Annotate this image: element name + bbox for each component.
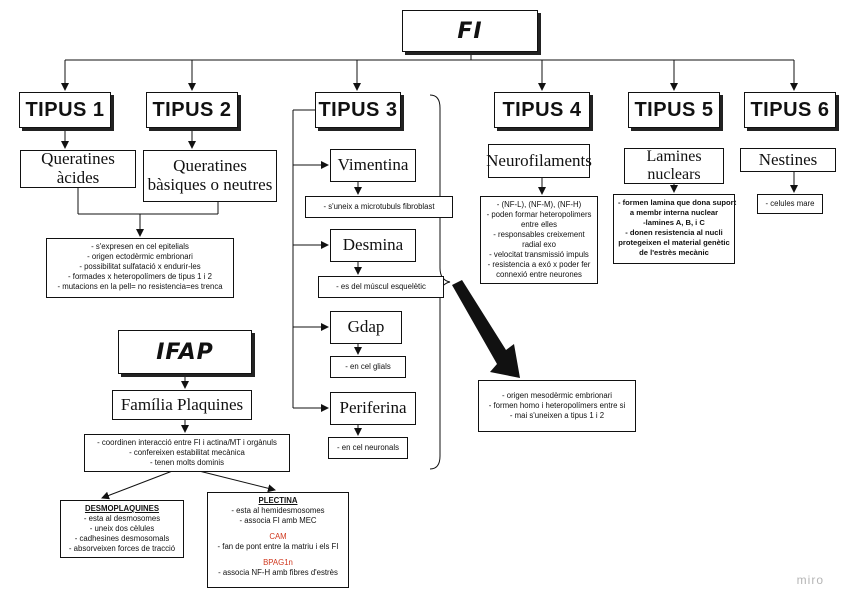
note-line: protegeixen el material genètic	[618, 238, 730, 247]
gdap-box[interactable]: Gdap	[330, 311, 402, 344]
note-line: - cadhesines desmosomals	[74, 534, 170, 543]
queratines-basiques-box[interactable]: Queratines bàsiques o neutres	[143, 150, 277, 202]
desmoplaquines-box[interactable]: DESMOPLAQUINES - esta al desmosomes - un…	[60, 500, 184, 558]
tipus-3-box[interactable]: TIPUS 3	[315, 92, 401, 128]
note-line: - coordinen interacció entre FI i actina…	[97, 438, 277, 447]
note-line: - uneix dos cèlules	[89, 524, 155, 533]
note-line: - confereixen estabilitat mecànica	[129, 448, 245, 457]
tipus-1-box[interactable]: TIPUS 1	[19, 92, 111, 128]
ifap-title: IFAP	[156, 339, 214, 365]
vimentina-note: - s'uneix a microtubuls fibroblast	[305, 196, 453, 218]
note-line: - associa NF-H amb fibres d'estrès	[218, 568, 338, 577]
note-line: entre elles	[521, 220, 557, 229]
note-line: - s'uneix a microtubuls fibroblast	[323, 202, 435, 211]
nestines-label: Nestines	[758, 149, 818, 169]
plectina-box[interactable]: PLECTINA - esta al hemidesmosomes - asso…	[207, 492, 349, 588]
tipus-3-label: TIPUS 3	[318, 98, 398, 121]
note-line: - donen resistencia al nucli	[625, 228, 723, 237]
note-line: - possibilitat sulfatació x endurir-les	[79, 262, 201, 271]
gdap-note: - en cel glials	[330, 356, 406, 378]
note-line: - poden formar heteropolimers	[486, 210, 592, 219]
queratines-acides-label: Queratines àcides	[41, 149, 115, 187]
desmina-note: - es del múscul esquelètic	[318, 276, 444, 298]
lamines-notes: - formen lamina que dona suport a membr …	[613, 194, 737, 264]
periferina-box[interactable]: Periferina	[330, 392, 416, 425]
note-line: -lamines A, B, i C	[643, 218, 705, 227]
desmina-label: Desmina	[342, 235, 404, 255]
neurofilaments-notes: - (NF-L), (NF-M), (NF-H) - poden formar …	[480, 196, 598, 284]
note-line: connexió entre neurones	[496, 270, 582, 279]
note-line: - origen ectodèrmic embrionari	[87, 252, 193, 261]
note-line: - (NF-L), (NF-M), (NF-H)	[496, 200, 582, 209]
lamines-box[interactable]: Lamines nuclears	[624, 148, 724, 184]
queratines-notes: - s'expresen en cel epitelials - origen …	[46, 238, 234, 298]
note-line: - celules mare	[765, 199, 815, 208]
nestines-box[interactable]: Nestines	[740, 148, 836, 172]
tipus-5-label: TIPUS 5	[634, 98, 714, 121]
note-line: - formades x heteropolímers de tipus 1 i…	[68, 272, 212, 281]
note-line: - absorveixen forces de tracció	[68, 544, 176, 553]
big-arrow-icon	[452, 280, 520, 378]
vimentina-label: Vimentina	[337, 155, 409, 175]
tipus-6-box[interactable]: TIPUS 6	[744, 92, 836, 128]
tipus3-summary-notes: - origen mesodèrmic embrionari - formen …	[478, 380, 636, 432]
note-line: - responsables creixement	[493, 230, 585, 239]
vimentina-box[interactable]: Vimentina	[330, 149, 416, 182]
tipus-5-box[interactable]: TIPUS 5	[628, 92, 720, 128]
plaquines-notes: - coordinen interacció entre FI i actina…	[84, 434, 290, 472]
note-line: a membr interna nuclear	[629, 208, 719, 217]
periferina-note: - en cel neuronals	[328, 437, 408, 459]
tipus-1-label: TIPUS 1	[25, 98, 105, 121]
note-line: - origen mesodèrmic embrionari	[501, 391, 613, 400]
tipus-6-label: TIPUS 6	[750, 98, 830, 121]
neurofilaments-box[interactable]: Neurofilaments	[486, 144, 592, 178]
periferina-label: Periferina	[339, 398, 407, 418]
note-line: - formen lamina que dona suport	[618, 198, 737, 207]
note-line: de l'estrès mecànic	[639, 248, 709, 257]
desmina-box[interactable]: Desmina	[330, 229, 416, 262]
note-line: - mutacions en la pell= no resistencia=e…	[57, 282, 223, 291]
gdap-label: Gdap	[347, 317, 385, 337]
note-line: - mai s'uneixen a tipus 1 i 2	[509, 411, 605, 420]
note-line: radial exo	[522, 240, 556, 249]
plectina-title: PLECTINA	[258, 496, 298, 505]
note-line: - esta al hemidesmosomes	[231, 506, 325, 515]
note-line: - velocitat transmissió impuls	[489, 250, 589, 259]
note-line: - tenen molts dominis	[149, 458, 225, 467]
plaquines-box[interactable]: Família Plaquines	[112, 390, 252, 420]
fi-root-box[interactable]: FI	[402, 10, 538, 52]
note-line: - formen homo i heteropolímers entre si	[488, 401, 626, 410]
tipus-4-label: TIPUS 4	[502, 98, 582, 121]
fi-root-title: FI	[457, 18, 483, 44]
note-line: - en cel neuronals	[337, 443, 399, 452]
ifap-box[interactable]: IFAP	[118, 330, 252, 374]
note-line: - resistencia a exó x poder fer	[487, 260, 591, 269]
note-line: - en cel glials	[345, 362, 391, 371]
nestines-notes: - celules mare	[757, 194, 823, 214]
neurofilaments-label: Neurofilaments	[486, 150, 592, 170]
tipus-2-box[interactable]: TIPUS 2	[146, 92, 238, 128]
lamines-label: Lamines nuclears	[646, 148, 702, 183]
queratines-acides-box[interactable]: Queratines àcides	[20, 149, 136, 188]
tipus-4-box[interactable]: TIPUS 4	[494, 92, 590, 128]
note-line: - es del múscul esquelètic	[336, 282, 426, 291]
note-line: - esta al desmosomes	[83, 514, 161, 523]
cam-title: CAM	[269, 532, 287, 541]
bpag1n-title: BPAG1n	[263, 558, 293, 567]
note-line: - associa FI amb MEC	[239, 516, 317, 525]
miro-watermark: miro	[796, 573, 824, 587]
note-line: - fan de pont entre la matriu i els FI	[217, 542, 339, 551]
tipus-2-label: TIPUS 2	[152, 98, 232, 121]
note-line: - s'expresen en cel epitelials	[91, 242, 189, 251]
plaquines-label: Família Plaquines	[120, 394, 244, 414]
queratines-basiques-label: Queratines bàsiques o neutres	[147, 156, 273, 194]
desmoplaquines-title: DESMOPLAQUINES	[84, 504, 160, 513]
